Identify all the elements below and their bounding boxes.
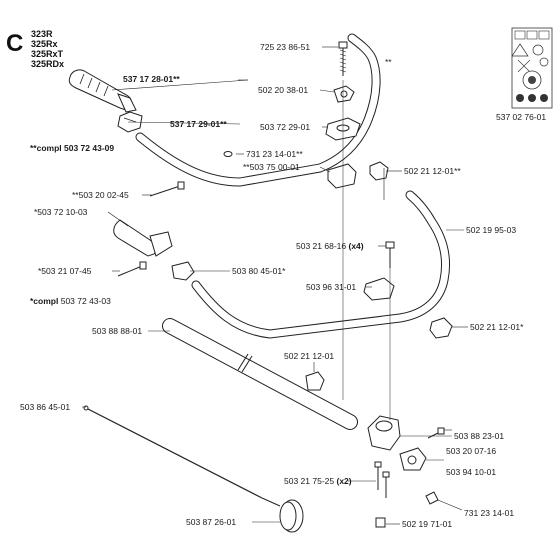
part-label: 537 02 76-01 [496,112,547,122]
part-label: 503 80 45-01* [232,266,286,276]
model-name: 325RDx [31,59,65,69]
part-label: 503 21 68-16 (x4) [296,241,364,251]
part-label: 503 94 10-01 [446,467,497,477]
part-label: 502 21 12-01* [470,322,524,332]
part-label: *503 21 07-45 [38,266,92,276]
part-label: 502 21 12-01** [404,166,461,176]
section-letter: C [6,30,24,57]
safety-decal [511,27,553,109]
screw-top [338,41,348,76]
knob-shaft [305,371,325,391]
bracket-center [363,277,395,301]
model-name: 325Rx [31,39,58,49]
quantity: (x4) [348,241,364,251]
quantity: (x2) [336,476,352,486]
grip-handle-upper [68,69,137,113]
part-label: 731 23 14-01 [464,508,515,518]
screw-lower-left [117,261,147,277]
part-label: **compl 503 72 43-09 [30,143,115,153]
shaft-housing [367,415,401,451]
knob-top [333,85,355,103]
part-label: 502 19 95-03 [466,225,517,235]
clamp-bottom [399,447,427,471]
part-label: *503 72 10-03 [34,207,88,217]
part-label: *compl 503 72 43-03 [30,296,111,306]
part-label: 503 87 26-01 [186,517,237,527]
part-label: 503 96 31-01 [306,282,357,292]
compl-prefix: *compl [30,296,59,306]
screw-bottom-right [427,427,445,439]
upper-handlebar-tube [135,33,381,187]
part-number: 503 21 75-25 [284,476,335,486]
knob-right-lower [429,317,453,339]
leader-lines [82,46,468,525]
part-label: 502 20 38-01 [258,85,309,95]
clamp-lower-left [171,261,195,281]
screw-left [149,181,185,197]
part-label: 503 88 23-01 [454,431,505,441]
double-star-mark: ** [385,57,392,67]
part-label: 503 21 75-25 (x2) [284,476,352,486]
part-label: 537 17 28-01** [123,74,180,84]
washer-lower [425,491,439,505]
part-label: 725 23 86-51 [260,42,311,52]
part-label: 503 88 88-01 [92,326,143,336]
knob-right-upper [369,161,389,181]
part-label: 502 21 12-01 [284,351,335,361]
model-name: 323R [31,29,53,39]
part-number: 503 21 68-16 [296,241,347,251]
washer-upper [223,151,233,157]
part-label: 502 19 71-01 [402,519,453,529]
model-list: 323R 325Rx 325RxT 325RDx [31,29,64,69]
throttle-knob [261,497,304,533]
part-number: 503 72 43-03 [60,296,111,306]
bolt-x4 [385,241,395,268]
part-label: 537 17 29-01** [170,119,227,129]
part-label: **503 75 00-01 [243,162,300,172]
model-name: 325RxT [31,49,64,59]
clamp-middle [327,163,357,189]
throttle-cable [83,405,263,499]
part-label: **503 20 02-45 [72,190,129,200]
part-label: 503 86 45-01 [20,402,71,412]
part-label: 731 23 14-01** [246,149,303,159]
part-label: 503 20 07-16 [446,446,497,456]
screws-x2 [374,461,390,498]
square-nut [375,517,386,528]
shaft-tube [162,318,358,430]
grip-handle-lower [113,219,173,257]
part-label: 503 72 29-01 [260,122,311,132]
lower-handlebar-tube [191,190,450,339]
